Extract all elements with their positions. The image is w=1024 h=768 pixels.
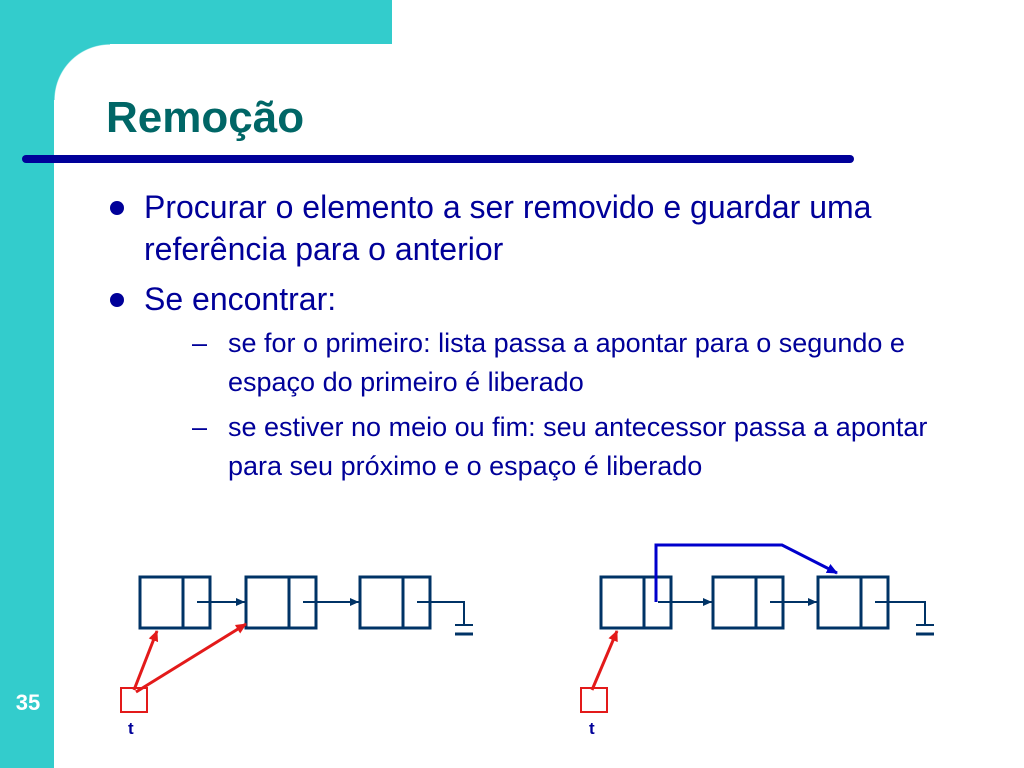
sub-bullet-dash: – [192,328,208,358]
bullet-item: Procurar o elemento a ser removido e gua… [104,186,984,270]
frame-top-band [0,0,392,44]
frame-corner-curve [54,44,110,100]
bullet-text: Se encontrar: [144,281,337,317]
sub-bullet-dash: – [192,412,208,442]
left-pointer-label: t [128,719,134,738]
right-list [580,543,934,713]
left-list [120,575,473,713]
pointer-arrow [135,622,247,694]
pointer-arrow [132,630,159,691]
sub-bullet-text: se estiver no meio ou fim: seu antecesso… [228,412,928,481]
null-ground-icon [875,601,934,636]
right-pointer-label: t [589,719,595,738]
bullet-item: Se encontrar: – se for o primeiro: lista… [104,278,984,486]
title-underline [22,155,854,163]
bullet-text: Procurar o elemento a ser removido e gua… [144,189,872,267]
null-ground-icon [417,601,473,636]
relink-arrow [654,543,838,602]
sub-bullet-item: – se estiver no meio ou fim: seu anteces… [184,408,984,486]
pointer-var-box [580,687,608,713]
sub-bullet-item: – se for o primeiro: lista passa a apont… [184,324,984,402]
bullet-dot-icon [110,293,124,307]
bullet-dot-icon [110,201,124,215]
pointer-arrow [590,630,619,691]
sub-bullet-list: – se for o primeiro: lista passa a apont… [184,324,984,486]
frame-left-band [0,0,54,768]
sub-bullet-text: se for o primeiro: lista passa a apontar… [228,328,905,397]
bullet-list: Procurar o elemento a ser removido e gua… [104,186,984,494]
slide-title: Remoção [106,93,305,142]
slide-number: 35 [15,690,41,715]
pointer-var-box [120,687,148,713]
